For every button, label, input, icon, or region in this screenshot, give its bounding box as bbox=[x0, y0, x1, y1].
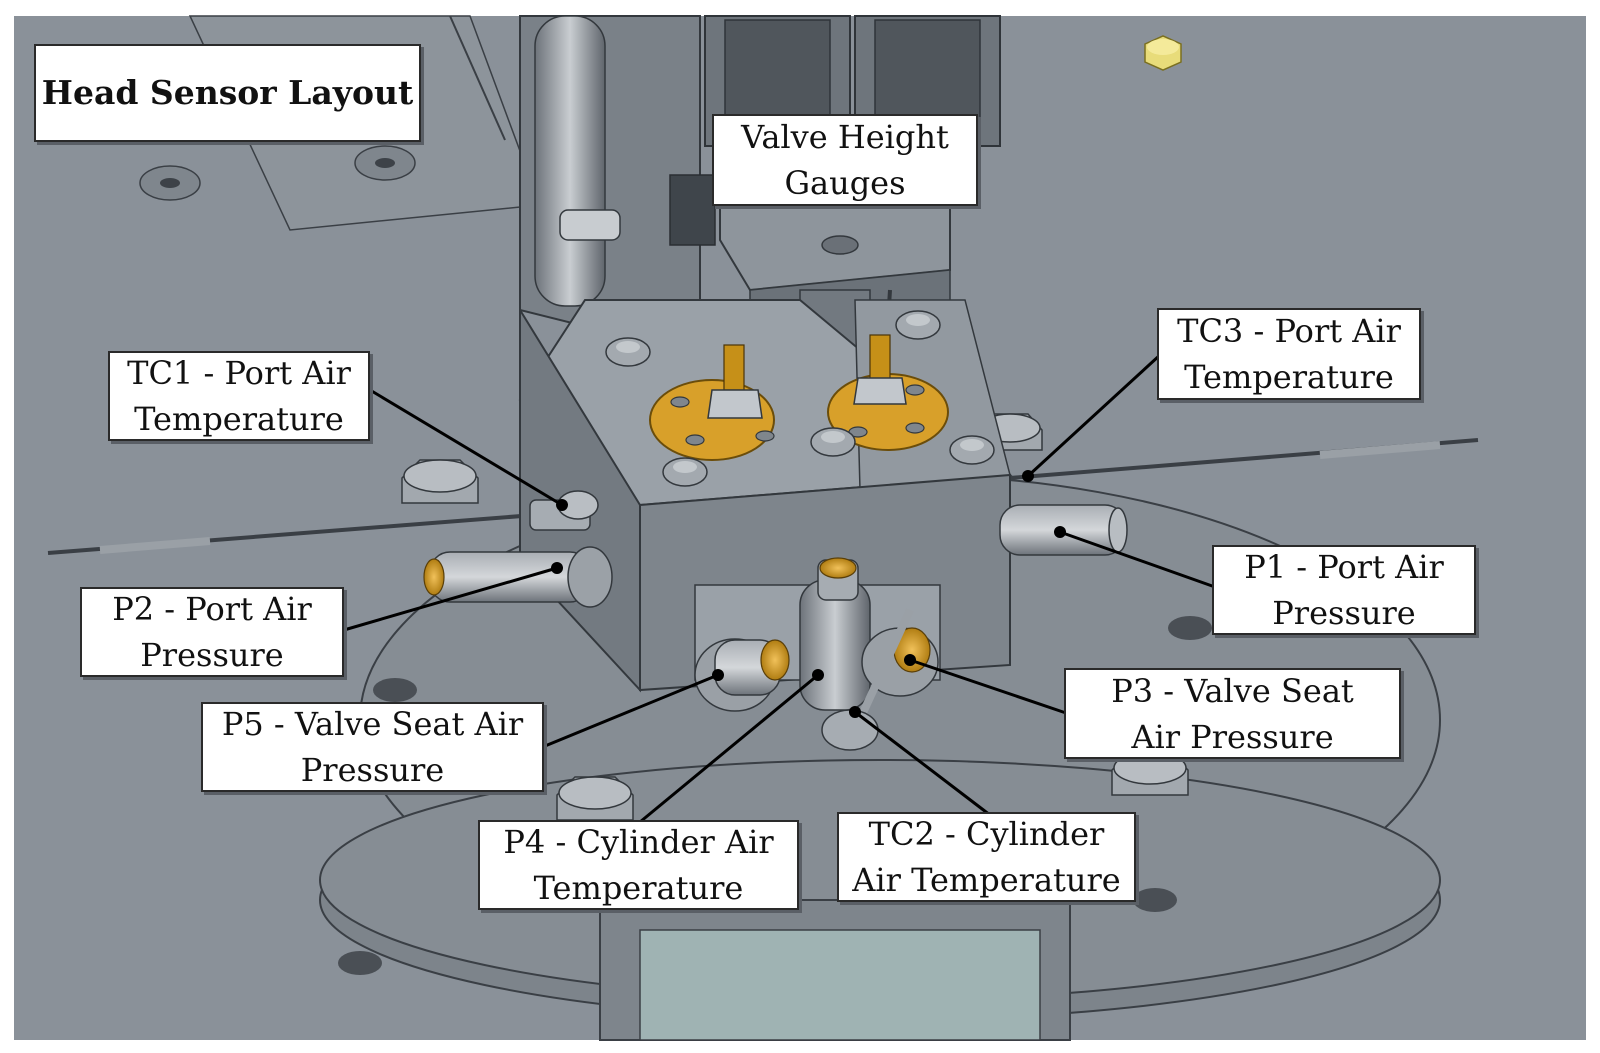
leader-p4 bbox=[639, 673, 819, 824]
label-tc1: TC1 - Port Air Temperature bbox=[108, 351, 370, 441]
flange-bolt bbox=[556, 776, 634, 821]
gauge-probe bbox=[853, 334, 907, 405]
leader-p1 bbox=[1059, 530, 1216, 589]
label-p5: P5 - Valve Seat Air Pressure bbox=[201, 702, 544, 792]
p5-sensor bbox=[694, 638, 790, 712]
label-tc3: TC3 - Port Air Temperature bbox=[1157, 308, 1421, 400]
leader-tc2 bbox=[854, 710, 991, 817]
gauge-probe bbox=[707, 344, 763, 419]
nut-icon bbox=[1144, 35, 1182, 71]
leader-p2 bbox=[343, 566, 558, 632]
label-p4: P4 - Cylinder Air Temperature bbox=[478, 820, 799, 910]
leader-tc3 bbox=[1026, 353, 1162, 478]
p2-sensor bbox=[423, 546, 613, 608]
tc1-fitting bbox=[529, 490, 599, 531]
label-valve-height-gauges: Valve Height Gauges bbox=[712, 114, 978, 206]
flange-bolt bbox=[401, 459, 479, 504]
leader-p3 bbox=[909, 658, 1067, 715]
label-tc2: TC2 - Cylinder Air Temperature bbox=[837, 812, 1136, 902]
leader-p5 bbox=[544, 673, 719, 748]
flange-bolt bbox=[1111, 751, 1189, 796]
guide-rod bbox=[534, 15, 606, 307]
label-p3: P3 - Valve Seat Air Pressure bbox=[1064, 668, 1401, 759]
label-p2: P2 - Port Air Pressure bbox=[80, 587, 344, 677]
label-p1: P1 - Port Air Pressure bbox=[1212, 545, 1476, 635]
diagram-title: Head Sensor Layout bbox=[34, 44, 421, 142]
leader-tc1 bbox=[369, 388, 563, 507]
